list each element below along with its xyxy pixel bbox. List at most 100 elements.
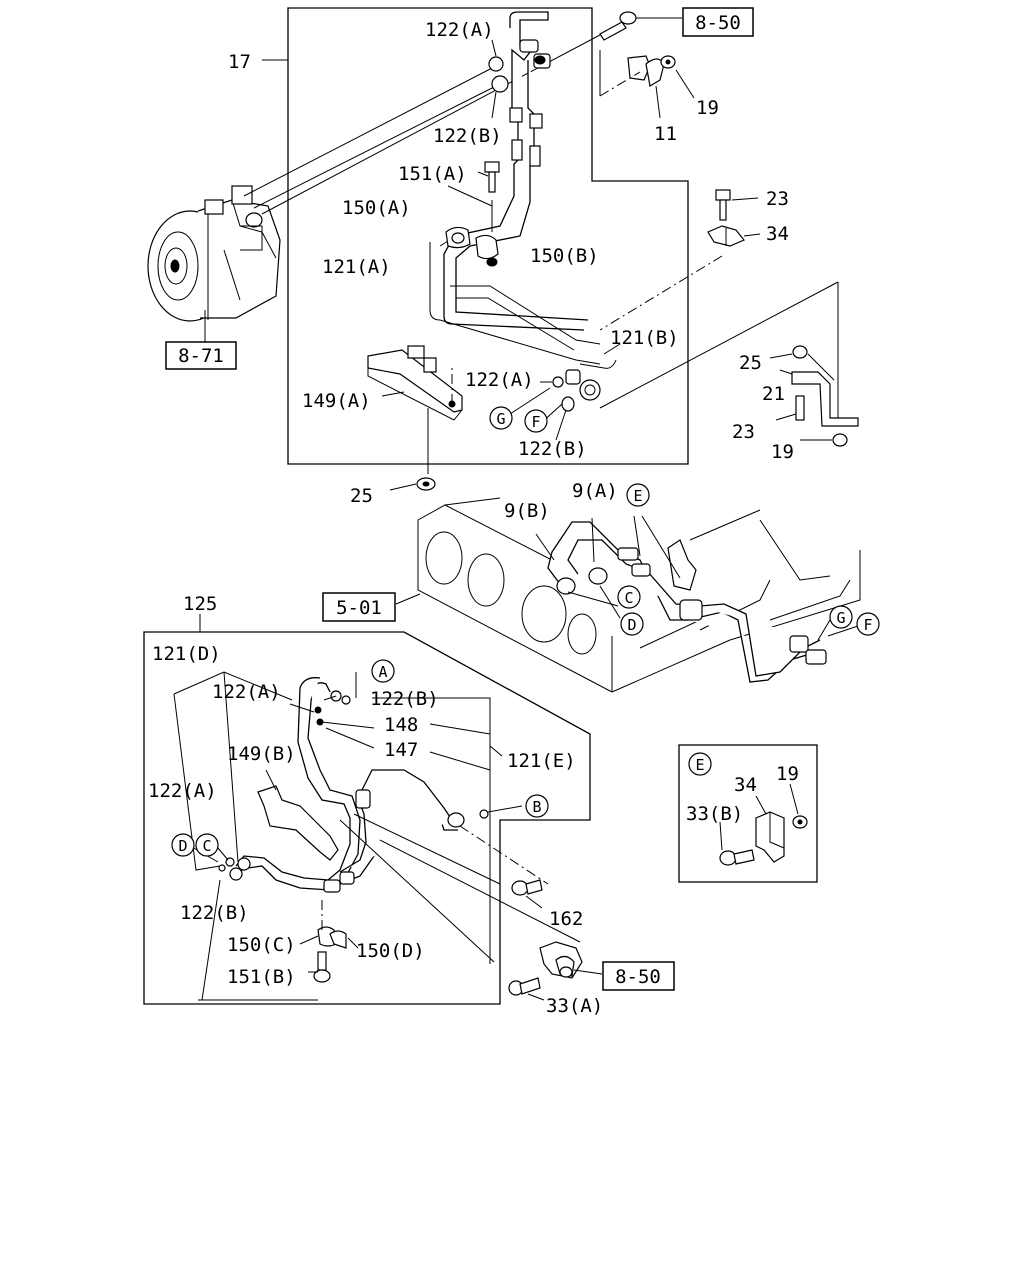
label-122a-bot: 122(A) — [212, 681, 281, 703]
circle-marker-e-mid: E — [626, 483, 650, 507]
bolt-33a — [508, 977, 541, 996]
label-121a: 121(A) — [322, 256, 391, 278]
circle-marker-g-top: G — [489, 406, 513, 430]
bolt-23-top — [715, 189, 731, 221]
svg-text:D: D — [178, 837, 187, 855]
label-149b: 149(B) — [227, 743, 296, 765]
ref-label: 8-71 — [178, 345, 224, 367]
compressor-illustration — [147, 185, 281, 322]
label-9a: 9(A) — [572, 480, 618, 502]
circle-marker-d-mid: D — [620, 612, 644, 636]
label-25-right: 25 — [739, 352, 762, 374]
clip-34-top — [707, 225, 745, 247]
circle-marker-f-right: F — [856, 612, 880, 636]
label-121e: 121(E) — [507, 750, 576, 772]
label-23-top: 23 — [766, 188, 789, 210]
nut-25-bottom — [416, 477, 436, 491]
ref-8-50-top[interactable]: 8-50 — [682, 7, 754, 37]
svg-text:F: F — [531, 413, 540, 431]
label-25-bottom: 25 — [350, 485, 373, 507]
label-19-top: 19 — [696, 97, 719, 119]
label-19-inset: 19 — [776, 763, 799, 785]
o-ring-122a-mid — [552, 376, 564, 388]
label-122b-top: 122(B) — [433, 125, 502, 147]
bolt-151b — [313, 951, 331, 983]
circle-marker-d-bot: D — [171, 833, 195, 857]
o-ring-122b-mid — [561, 396, 575, 412]
circle-marker-g-right: G — [829, 605, 853, 629]
label-19-right: 19 — [771, 441, 794, 463]
label-9b: 9(B) — [504, 500, 550, 522]
label-122a-left: 122(A) — [148, 780, 217, 802]
label-121d: 121(D) — [152, 643, 221, 665]
bracket-8-50-bottom — [539, 941, 583, 979]
connectors-top — [509, 39, 551, 167]
label-11: 11 — [654, 123, 677, 145]
label-150a: 150(A) — [342, 197, 411, 219]
ref-label: 8-50 — [695, 12, 741, 34]
label-17: 17 — [228, 51, 251, 73]
svg-text:C: C — [624, 589, 633, 607]
label-121b: 121(B) — [610, 327, 679, 349]
circle-marker-b-bot: B — [525, 794, 549, 818]
label-147: 147 — [384, 739, 418, 761]
inset-e-frame — [678, 744, 818, 883]
bolt-151a — [484, 161, 500, 193]
bottom-assembly-frame — [143, 631, 591, 1005]
pipe-9 — [547, 521, 827, 683]
label-148: 148 — [384, 714, 418, 736]
ref-8-71[interactable]: 8-71 — [165, 341, 237, 370]
label-34-top: 34 — [766, 223, 789, 245]
label-150d: 150(D) — [356, 940, 425, 962]
label-150c: 150(C) — [227, 934, 296, 956]
bracket-149b — [257, 785, 339, 861]
label-151a: 151(A) — [398, 163, 467, 185]
label-122b-mid: 122(B) — [518, 438, 587, 460]
circle-marker-c-bot: C — [195, 833, 219, 857]
ref-8-50-bottom[interactable]: 8-50 — [602, 961, 675, 991]
label-33b-inset: 33(B) — [686, 803, 743, 825]
label-122b-bot1: 122(B) — [370, 688, 439, 710]
inset-e-clip — [719, 811, 808, 866]
ref-label: 8-50 — [615, 966, 661, 988]
svg-text:F: F — [863, 616, 872, 634]
label-151b: 151(B) — [227, 966, 296, 988]
bolt-8-50-top — [599, 11, 637, 41]
label-21: 21 — [762, 383, 785, 405]
clamp-150a — [445, 226, 471, 249]
svg-text:G: G — [836, 609, 845, 627]
svg-text:B: B — [532, 798, 541, 816]
o-ring-122a-top — [488, 56, 504, 72]
label-23-right: 23 — [732, 421, 755, 443]
circle-marker-e-inset: E — [688, 752, 712, 776]
svg-text:E: E — [633, 487, 642, 505]
label-162: 162 — [549, 908, 583, 930]
svg-text:E: E — [695, 756, 704, 774]
label-149a: 149(A) — [302, 390, 371, 412]
svg-text:G: G — [496, 410, 505, 428]
ref-5-01[interactable]: 5-01 — [322, 592, 396, 622]
svg-text:C: C — [202, 837, 211, 855]
clamp-150b — [475, 234, 499, 267]
circle-marker-c-mid: C — [617, 585, 641, 609]
label-122a-mid: 122(A) — [465, 369, 534, 391]
bracket-149a — [367, 345, 463, 421]
clamp-150c-150d — [317, 926, 347, 949]
label-33a: 33(A) — [546, 995, 603, 1017]
svg-text:A: A — [378, 663, 387, 681]
label-34-inset: 34 — [734, 774, 757, 796]
circle-marker-f-top: F — [524, 409, 548, 433]
nut-19-top — [660, 55, 676, 69]
bolt-162 — [511, 879, 543, 896]
label-125: 125 — [183, 593, 217, 615]
label-122b-left: 122(B) — [180, 902, 249, 924]
label-150b: 150(B) — [530, 245, 599, 267]
label-122a-top: 122(A) — [425, 19, 494, 41]
clip-11 — [627, 55, 665, 87]
ref-label: 5-01 — [336, 597, 382, 619]
svg-text:D: D — [627, 616, 636, 634]
bracket-21 — [791, 345, 859, 447]
o-ring-122b-top — [491, 75, 509, 93]
top-assembly-frame — [287, 7, 689, 465]
